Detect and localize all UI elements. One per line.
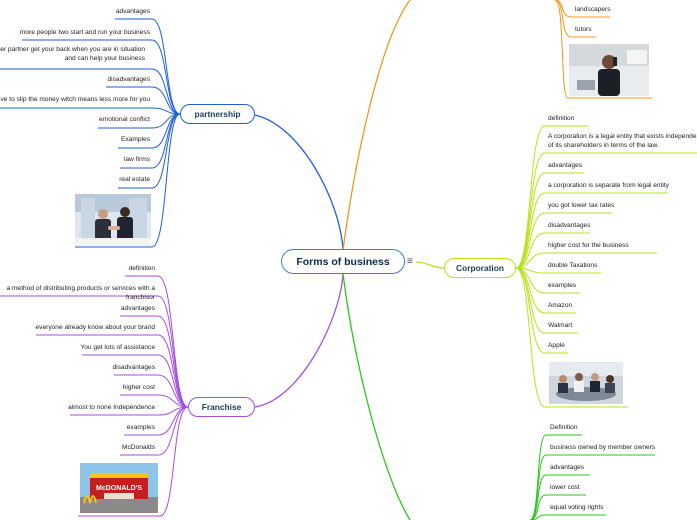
corporation-connector <box>515 267 546 408</box>
franchise-item[interactable]: McDonalds <box>122 444 155 451</box>
branch-corporation-line <box>415 261 445 269</box>
green-connector <box>529 494 547 520</box>
partnership-item[interactable]: more people two start and run your busin… <box>19 29 150 36</box>
corporation-item[interactable]: advantages <box>548 162 583 169</box>
mcdonalds-sign-text: McDONALD'S <box>96 485 142 492</box>
corporation-item[interactable]: higher cost for the business <box>548 242 629 249</box>
corporation-connector <box>515 125 546 269</box>
branch-orange-line <box>342 0 411 251</box>
corporation-item[interactable]: double Taxations <box>548 262 598 269</box>
franchise-item[interactable]: disadvantages <box>112 364 155 371</box>
franchise-connector <box>157 406 189 456</box>
root-node[interactable]: Forms of business <box>281 249 405 274</box>
corporation-connector <box>515 267 546 334</box>
corporation-item[interactable]: Apple <box>548 342 565 349</box>
business-meeting-photo <box>549 362 623 404</box>
corporation-item[interactable]: disadvantages <box>548 222 591 229</box>
franchise-item[interactable]: advantages <box>120 305 155 312</box>
partnership-connector <box>151 68 181 115</box>
franchise-connector <box>157 374 189 408</box>
partnership-node[interactable]: partnership <box>180 104 255 124</box>
corporation-connector <box>515 172 546 269</box>
corporation-connector <box>515 267 546 314</box>
root-title: Forms of business <box>296 255 390 268</box>
corporation-item[interactable]: Amazon <box>548 302 573 309</box>
franchise-node[interactable]: Franchise <box>188 397 255 417</box>
partnership-item[interactable]: real estate <box>119 176 150 183</box>
corporation-item[interactable]: examples <box>548 282 577 289</box>
corporation-item[interactable]: a corporation is separate from legal ent… <box>548 182 669 189</box>
corporation-connector <box>515 192 546 269</box>
franchise-item[interactable]: definition <box>128 265 155 272</box>
franchise-connector <box>157 394 189 408</box>
partnership-item[interactable]: you have to slip the money witch means l… <box>0 96 150 103</box>
green-branch-item[interactable]: equal voting rights <box>550 504 604 511</box>
corporation-item[interactable]: definition <box>548 115 575 122</box>
franchise-connector <box>157 295 189 408</box>
green-branch-item[interactable]: Definition <box>550 424 578 431</box>
branch-green-line <box>342 273 411 520</box>
green-branch-item[interactable]: advantages <box>550 464 585 471</box>
franchise-connector <box>157 334 189 408</box>
list-menu-icon[interactable]: ≡ <box>407 256 413 267</box>
corporation-connector <box>515 252 546 269</box>
franchise-connector <box>159 406 189 517</box>
corporation-connector <box>515 152 546 269</box>
partnership-label: partnership <box>194 109 241 119</box>
franchise-connector <box>157 315 189 408</box>
partnership-item[interactable]: advantages <box>115 8 150 15</box>
corporation-item[interactable]: Walmart <box>548 322 573 329</box>
orange-connector <box>554 0 572 38</box>
franchise-item[interactable]: everyone already know about your brand <box>35 324 156 331</box>
franchise-connector <box>157 354 189 408</box>
green-branch-item[interactable]: lower cost <box>550 484 580 491</box>
partnership-item[interactable]: emotional conflict <box>99 116 150 123</box>
branch-partnership-line <box>254 114 344 251</box>
franchise-connector <box>157 275 189 408</box>
corporation-item[interactable]: you got lower tax rates <box>548 202 615 209</box>
partnership-item[interactable]: disadvantages <box>107 76 150 83</box>
franchise-item[interactable]: a method of distributing products or ser… <box>6 285 155 301</box>
orange-connector <box>554 0 569 99</box>
franchise-item[interactable]: almost to none Independence <box>68 404 155 411</box>
branch-franchise-line <box>254 273 344 408</box>
partnership-connector <box>151 113 181 189</box>
partnership-item[interactable]: Examples <box>121 136 150 143</box>
corporation-connector <box>515 232 546 269</box>
franchise-item[interactable]: examples <box>126 424 155 431</box>
partnership-connector <box>151 113 181 248</box>
partnership-connector <box>151 39 181 115</box>
corporation-connector <box>515 267 546 354</box>
green-connector <box>529 474 547 520</box>
franchise-label: Franchise <box>201 402 242 412</box>
orange-branch-item[interactable]: tutors <box>575 26 592 33</box>
green-connector <box>529 454 547 520</box>
partnership-item[interactable]: other partner get your back when you are… <box>0 46 145 62</box>
corporation-item[interactable]: A corporation is a legal entity that exi… <box>548 133 697 149</box>
person-on-phone-photo <box>569 44 649 96</box>
corporation-node[interactable]: Corporation <box>444 258 516 278</box>
mcdonalds-restaurant-photo: McDONALD'S <box>80 463 158 513</box>
partnership-item[interactable]: law firms <box>123 156 150 163</box>
green-branch-item[interactable]: business owned by member owners <box>550 444 656 451</box>
business-handshake-photo <box>75 194 151 246</box>
partnership-connector <box>151 18 181 115</box>
corporation-label: Corporation <box>456 263 504 273</box>
partnership-connector <box>151 86 181 115</box>
franchise-item[interactable]: You get lots of assistance <box>80 344 155 351</box>
orange-branch-item[interactable]: landscapers <box>575 6 611 13</box>
franchise-item[interactable]: higher cost <box>122 384 155 391</box>
